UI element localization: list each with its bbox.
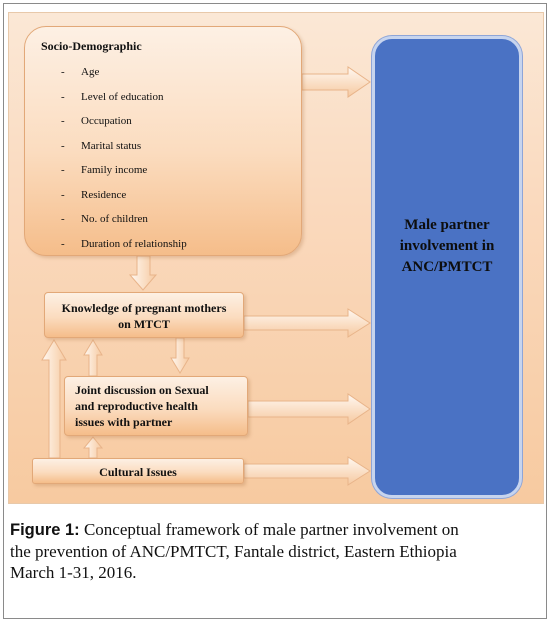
- outcome-line-3: ANC/PMTCT: [401, 259, 493, 275]
- caption-line-1: Conceptual framework of male partner inv…: [83, 520, 459, 539]
- outcome-line-2: involvement in: [399, 238, 495, 254]
- arrow-cultural-to-outcome: [243, 456, 371, 486]
- joint-line-1: Joint discussion on Sexual: [75, 383, 209, 397]
- caption-line-3: March 1-31, 2016.: [10, 563, 137, 582]
- figure-caption: Figure 1: Conceptual framework of male p…: [10, 519, 544, 583]
- outcome-line-1: Male partner: [404, 217, 490, 233]
- knowledge-line-2: on MTCT: [118, 317, 170, 331]
- joint-line-2: and reproductive health: [75, 399, 198, 413]
- outcome-box: Male partner involvement in ANC/PMTCT: [372, 36, 522, 498]
- knowledge-line-1: Knowledge of pregnant mothers: [61, 301, 227, 315]
- arrow-joint-to-outcome: [247, 393, 371, 425]
- socio-demographic-box: Socio-Demographic -Age -Level of educati…: [24, 26, 302, 256]
- arrow-socio-to-outcome: [301, 66, 371, 98]
- figure-label: Figure 1:: [10, 521, 80, 539]
- arrow-knowledge-to-joint: [170, 337, 190, 374]
- joint-line-3: issues with partner: [75, 415, 173, 429]
- cultural-issues-box: Cultural Issues: [32, 458, 244, 484]
- arrow-cultural-to-knowledge: [41, 339, 67, 459]
- socio-demographic-title: Socio-Demographic: [41, 39, 142, 53]
- arrow-knowledge-to-outcome: [243, 308, 371, 338]
- arrow-socio-to-knowledge: [128, 255, 158, 291]
- cultural-issues-label: Cultural Issues: [99, 465, 177, 479]
- joint-discussion-box: Joint discussion on Sexual and reproduct…: [64, 376, 248, 436]
- caption-line-2: the prevention of ANC/PMTCT, Fantale dis…: [10, 542, 457, 561]
- arrow-joint-to-knowledge: [83, 339, 103, 377]
- knowledge-box: Knowledge of pregnant mothers on MTCT: [44, 292, 244, 338]
- arrow-cultural-to-joint: [82, 436, 104, 459]
